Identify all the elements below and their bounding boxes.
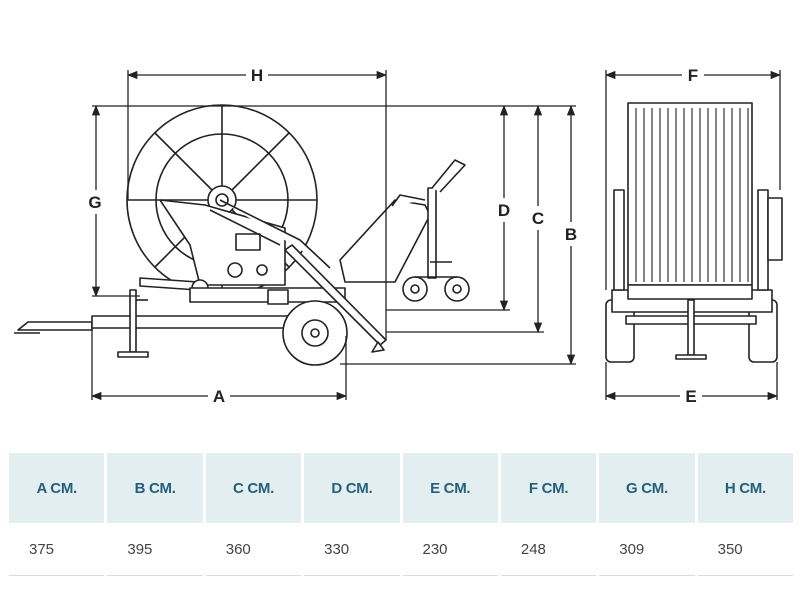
hose-coils — [635, 108, 749, 282]
value-h: 350 — [697, 523, 793, 576]
dimension-label-h: H — [251, 66, 263, 85]
dimension-label-d: D — [498, 201, 510, 220]
dimension-label-f: F — [688, 66, 698, 85]
value-f: 248 — [500, 523, 597, 576]
front-view — [605, 102, 783, 363]
header-f: F CM. — [500, 453, 597, 523]
side-view — [14, 104, 470, 366]
dimension-label-a: A — [213, 387, 225, 406]
dimension-label-e: E — [685, 387, 696, 406]
header-c: C CM. — [205, 453, 302, 523]
header-a: A CM. — [9, 453, 105, 523]
value-e: 230 — [402, 523, 498, 576]
dimension-label-b: B — [565, 225, 577, 244]
header-h: H CM. — [697, 453, 793, 523]
value-d: 330 — [304, 523, 400, 576]
header-e: E CM. — [402, 453, 498, 523]
value-g: 309 — [599, 523, 695, 576]
value-c: 360 — [205, 523, 302, 576]
table-header-row: A CM. B CM. C CM. D CM. E CM. F CM. G CM… — [9, 453, 793, 523]
dimension-label-g: G — [88, 193, 101, 212]
dimension-label-c: C — [532, 209, 544, 228]
machine-dimension-drawing: H G D C B A F E — [14, 64, 783, 407]
value-b: 395 — [107, 523, 203, 576]
table-row: 375 395 360 330 230 248 309 350 — [9, 523, 793, 576]
dimensions-table: A CM. B CM. C CM. D CM. E CM. F CM. G CM… — [6, 453, 796, 576]
value-a: 375 — [9, 523, 105, 576]
header-b: B CM. — [107, 453, 203, 523]
header-g: G CM. — [599, 453, 695, 523]
header-d: D CM. — [304, 453, 400, 523]
